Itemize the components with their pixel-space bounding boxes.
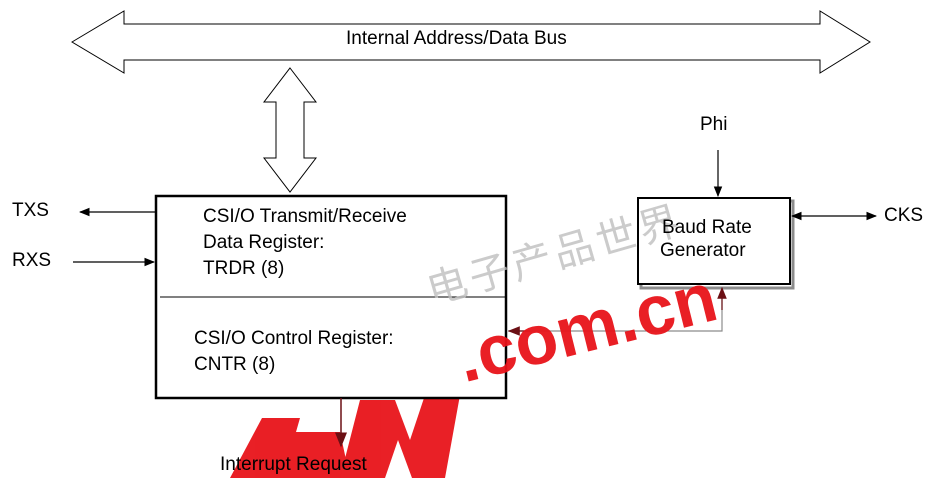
bus-link-arrow xyxy=(262,67,318,193)
baud-line1: Baud Rate xyxy=(662,217,752,238)
cks-label: CKS xyxy=(884,205,924,226)
baud-line2: Generator xyxy=(660,240,746,261)
bus-label: Internal Address/Data Bus xyxy=(346,28,567,49)
rxs-label: RXS xyxy=(12,250,52,271)
baud-block xyxy=(637,197,791,285)
internal-bus-arrow xyxy=(71,10,871,74)
cntr-line2: CNTR (8) xyxy=(194,354,276,375)
watermark-logo xyxy=(230,395,460,478)
cntr-baud-link xyxy=(508,288,723,332)
cntr-line1: CSI/O Control Register: xyxy=(194,328,394,349)
trdr-line3: TRDR (8) xyxy=(203,258,285,279)
phi-label: Phi xyxy=(700,114,728,135)
txs-label: TXS xyxy=(12,200,49,221)
interrupt-label: Interrupt Request xyxy=(220,454,367,475)
trdr-line1: CSI/O Transmit/Receive xyxy=(203,206,407,227)
trdr-line2: Data Register: xyxy=(203,232,325,253)
